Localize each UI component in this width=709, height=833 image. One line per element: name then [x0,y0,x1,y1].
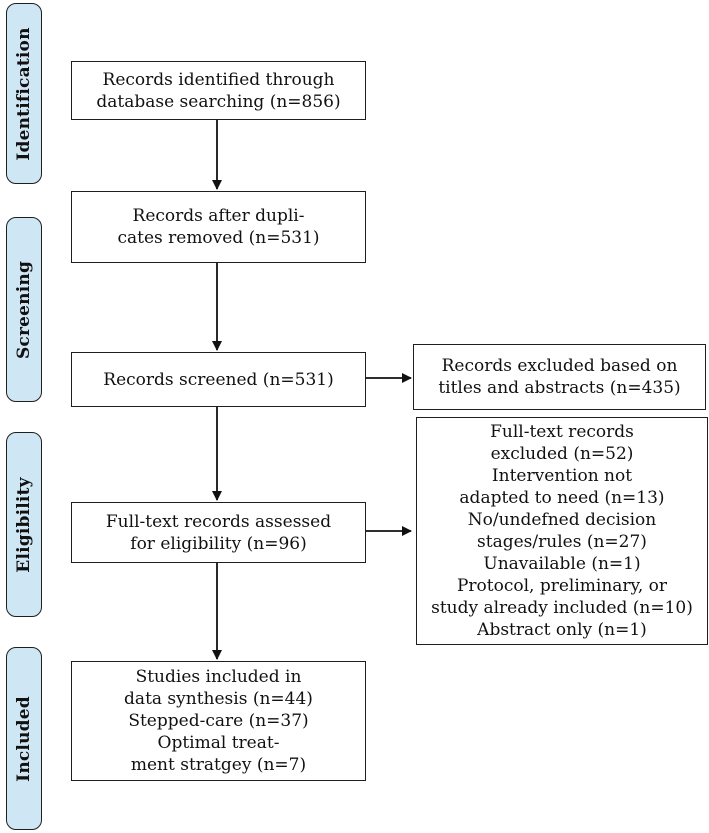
box-fulltext-excluded-line-6: stages/rules (n=27) [477,532,647,552]
box-fulltext-assessed: Full-text records assessed for eligibili… [71,502,366,563]
box-records-after-duplicates: Records after dupli- cates removed (n=53… [71,191,366,263]
box-records-screened: Records screened (n=531) [71,352,366,407]
box-studies-included: Studies included in data synthesis (n=44… [71,661,366,781]
box-fulltext-excluded-line-3: Intervention not [491,466,633,486]
box-fulltext-assessed-line-1: Full-text records assessed [105,511,332,532]
stage-identification: Identification [6,3,42,184]
box-studies-included-line-2: data synthesis (n=44) [124,689,313,709]
box-fulltext-excluded-line-5: No/undefned decision [467,510,657,530]
box-records-excluded-titles: Records excluded based on titles and abs… [413,344,706,410]
box-studies-included-line-5: ment stratgey (n=7) [130,755,307,775]
stage-included: Included [6,647,42,830]
box-studies-included-line-3: Stepped-care (n=37) [128,711,309,731]
box-studies-included-line-4: Optimal treat- [157,733,280,753]
stage-screening: Screening [6,217,42,402]
box-fulltext-assessed-line-2: for eligibility (n=96) [130,533,307,554]
box-fulltext-excluded-line-7: Unavailable (n=1) [483,554,641,574]
box-records-identified-line-1: Records identified through [102,69,335,90]
box-records-screened-line-1: Records screened (n=531) [103,369,334,390]
box-fulltext-excluded-line-9: study already included (n=10) [431,598,693,618]
stage-eligibility: Eligibility [6,432,42,617]
box-fulltext-excluded: Full-text records excluded (n=52) Interv… [416,417,708,645]
box-records-after-duplicates-line-2: cates removed (n=531) [117,228,320,248]
box-records-identified: Records identified through database sear… [71,61,366,120]
box-fulltext-excluded-line-1: Full-text records [490,422,634,442]
box-fulltext-excluded-line-2: excluded (n=52) [490,444,634,464]
box-records-excluded-titles-line-1: Records excluded based on [441,356,678,376]
box-records-excluded-titles-line-2: titles and abstracts (n=435) [438,378,681,398]
box-records-identified-line-2: database searching (n=856) [96,91,341,112]
box-fulltext-excluded-line-10: Abstract only (n=1) [477,620,647,640]
box-fulltext-excluded-line-8: Protocol, preliminary, or [456,576,668,596]
box-records-after-duplicates-line-1: Records after dupli- [132,206,305,226]
box-studies-included-line-1: Studies included in [135,667,302,687]
box-fulltext-excluded-line-4: adapted to need (n=13) [459,488,665,508]
